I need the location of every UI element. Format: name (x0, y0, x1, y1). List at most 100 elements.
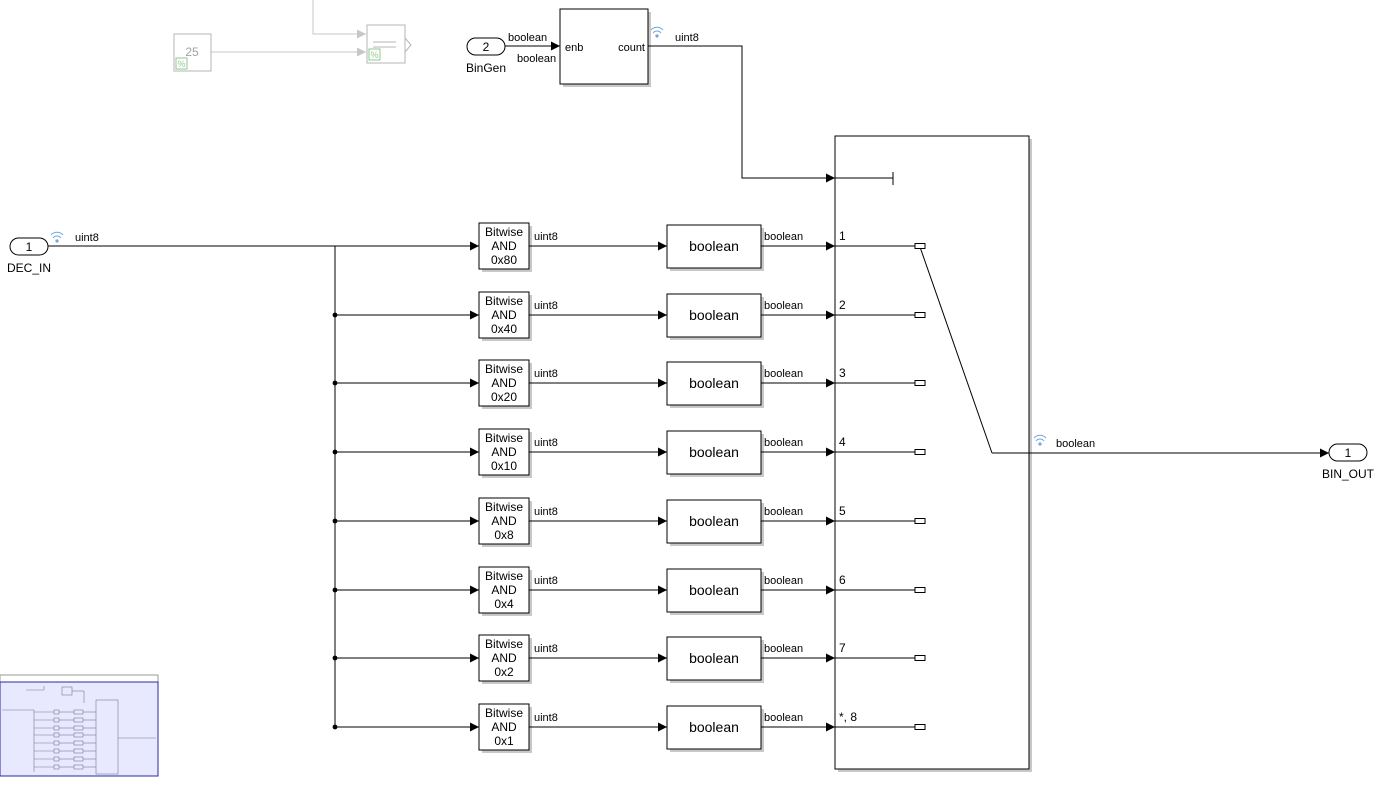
bitwise-mask: 0x4 (494, 597, 514, 611)
switch-port: 4 (835, 435, 926, 455)
bin-out-type: boolean (1056, 438, 1095, 450)
data-type-conversion-block[interactable]: boolean (666, 499, 764, 546)
data-type-conversion-block[interactable]: boolean (666, 636, 764, 683)
inport-bingen-name: BinGen (466, 61, 506, 75)
multiport-switch-block[interactable] (834, 135, 1032, 772)
bitwise-line1: Bitwise (485, 225, 523, 239)
bitwise-out-type: uint8 (534, 300, 558, 312)
bitwise-line1: Bitwise (485, 362, 523, 376)
bitwise-out-type: uint8 (534, 231, 558, 243)
conversion-label: boolean (689, 582, 739, 598)
bitwise-out-type: uint8 (534, 575, 558, 587)
bitwise-mask: 0x40 (491, 322, 517, 336)
counter-output-port: count (618, 42, 645, 54)
switch-port: 5 (835, 504, 926, 524)
bitwise-line2: AND (491, 308, 517, 322)
data-type-conversion-block[interactable]: boolean (666, 224, 764, 271)
bitwise-line2: AND (491, 720, 517, 734)
conversion-label: boolean (689, 375, 739, 391)
bitwise-rows: BitwiseAND0x80uint8booleanbooleanBitwise… (332, 222, 835, 753)
switch-port-label: 4 (839, 435, 846, 449)
bitwise-mask: 0x8 (494, 528, 514, 542)
bitwise-line1: Bitwise (485, 294, 523, 308)
switch-port-label: 2 (839, 298, 846, 312)
outport-bin[interactable]: 1 BIN_OUT (1322, 443, 1375, 481)
signal-log-icon[interactable] (1033, 434, 1047, 446)
bingen-type-top: boolean (508, 32, 547, 44)
switch-port: 2 (835, 298, 926, 318)
percent-icon (175, 57, 188, 70)
svg-text:%: % (177, 59, 185, 69)
conversion-out-type: boolean (764, 575, 803, 587)
dec-in-type: uint8 (75, 232, 99, 244)
data-type-conversion-block[interactable]: boolean (666, 361, 764, 408)
svg-text:%: % (370, 50, 378, 60)
bitwise-line2: AND (491, 583, 517, 597)
bitwise-out-type: uint8 (534, 437, 558, 449)
switch-selection-line (919, 246, 993, 454)
inport-dec[interactable]: 1 DEC_IN (7, 237, 51, 275)
conversion-out-type: boolean (764, 300, 803, 312)
conversion-label: boolean (689, 238, 739, 254)
bitwise-line1: Bitwise (485, 706, 523, 720)
bitwise-mask: 0x2 (494, 665, 514, 679)
data-type-conversion-block[interactable]: boolean (666, 293, 764, 340)
wire-to-compare-top (312, 0, 366, 39)
bitwise-mask: 0x10 (491, 459, 517, 473)
inport-dec-number: 1 (26, 240, 33, 254)
signal-log-icon[interactable] (650, 26, 664, 38)
conversion-out-type: boolean (764, 506, 803, 518)
percent-icon (368, 48, 381, 61)
data-type-conversion-block[interactable]: boolean (666, 568, 764, 615)
signal-log-icon[interactable] (50, 231, 64, 243)
data-type-conversion-block[interactable]: boolean (666, 430, 764, 477)
data-type-conversion-block[interactable]: boolean (666, 705, 764, 752)
switch-port: 3 (835, 366, 926, 386)
relational-operator-block[interactable]: % (366, 24, 412, 64)
bitwise-mask: 0x20 (491, 390, 517, 404)
model-navigator[interactable] (0, 674, 159, 777)
outport-number: 1 (1345, 446, 1352, 460)
bitwise-out-type: uint8 (534, 368, 558, 380)
conversion-label: boolean (689, 513, 739, 529)
counter-output-type: uint8 (675, 32, 699, 44)
counter-block[interactable]: enb count (559, 8, 651, 87)
bitwise-mask: 0x1 (494, 734, 514, 748)
bitwise-mask: 0x80 (491, 253, 517, 267)
inport-dec-name: DEC_IN (7, 261, 51, 275)
bitwise-out-type: uint8 (534, 506, 558, 518)
constant-block[interactable]: 25 % (173, 33, 212, 72)
conversion-label: boolean (689, 719, 739, 735)
bitwise-line2: AND (491, 376, 517, 390)
bitwise-line1: Bitwise (485, 431, 523, 445)
conversion-label: boolean (689, 307, 739, 323)
switch-port-label: 6 (839, 573, 846, 587)
switch-port-label: *, 8 (839, 710, 857, 724)
outport-name: BIN_OUT (1322, 467, 1375, 481)
counter-enable-port: enb (565, 42, 583, 54)
conversion-label: boolean (689, 444, 739, 460)
conversion-out-type: boolean (764, 643, 803, 655)
bitwise-out-type: uint8 (534, 712, 558, 724)
switch-port-label: 5 (839, 504, 846, 518)
switch-port: 6 (835, 573, 926, 593)
inport-bingen[interactable]: 2 BinGen (466, 37, 506, 75)
bitwise-line1: Bitwise (485, 569, 523, 583)
bitwise-line1: Bitwise (485, 637, 523, 651)
